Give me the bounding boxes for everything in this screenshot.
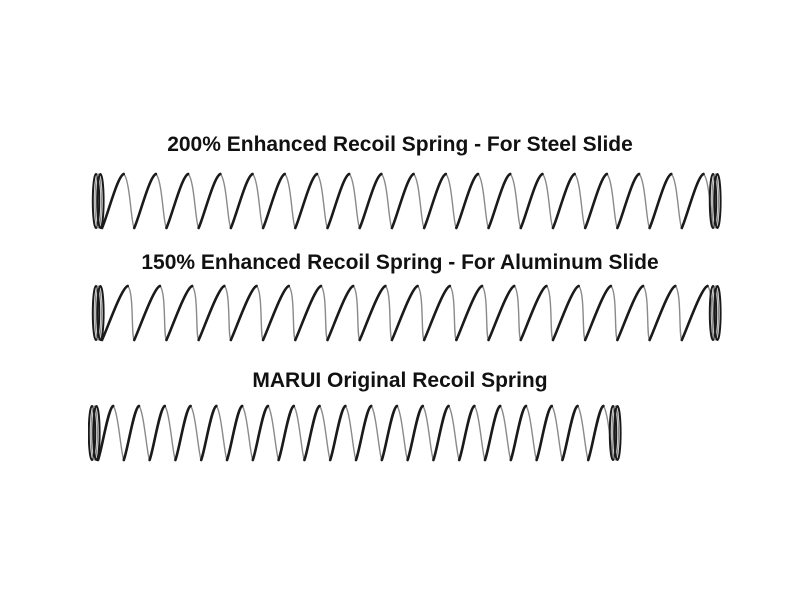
spring-front-wire [91, 172, 722, 230]
spring-end-coil [611, 405, 620, 461]
spring-label-marui-original: MARUI Original Recoil Spring [252, 369, 548, 392]
spring-end-coil [88, 405, 97, 461]
spring-end-coil [94, 173, 103, 229]
spring-end-coil [708, 285, 718, 341]
spring-end-coil [708, 173, 718, 229]
spring-end-coil [92, 405, 101, 461]
spring-end-coil [613, 405, 622, 461]
spring-end-coil [96, 285, 105, 341]
spring-back-wire [127, 285, 715, 341]
spring-end-coil [711, 173, 720, 229]
spring-end-coil [90, 405, 98, 461]
spring-150-percent-image [91, 284, 722, 342]
spring-label-200-percent: 200% Enhanced Recoil Spring - For Steel … [167, 133, 633, 156]
spring-end-coil [711, 285, 720, 341]
spring-end-coil [96, 173, 105, 229]
spring-end-coil [91, 173, 101, 229]
spring-front-wire [88, 404, 622, 462]
spring-end-coil [713, 173, 722, 229]
spring-label-150-percent: 150% Enhanced Recoil Spring - For Alumin… [141, 251, 659, 274]
spring-marui-original-image [88, 404, 622, 462]
spring-back-wire [123, 173, 715, 229]
spring-end-coil [713, 285, 722, 341]
spring-front-wire [91, 284, 722, 342]
spring-end-coil [94, 285, 103, 341]
spring-end-coil [91, 285, 101, 341]
spring-end-coil [608, 405, 618, 461]
spring-200-percent-image [91, 172, 722, 230]
spring-back-wire [112, 405, 615, 461]
